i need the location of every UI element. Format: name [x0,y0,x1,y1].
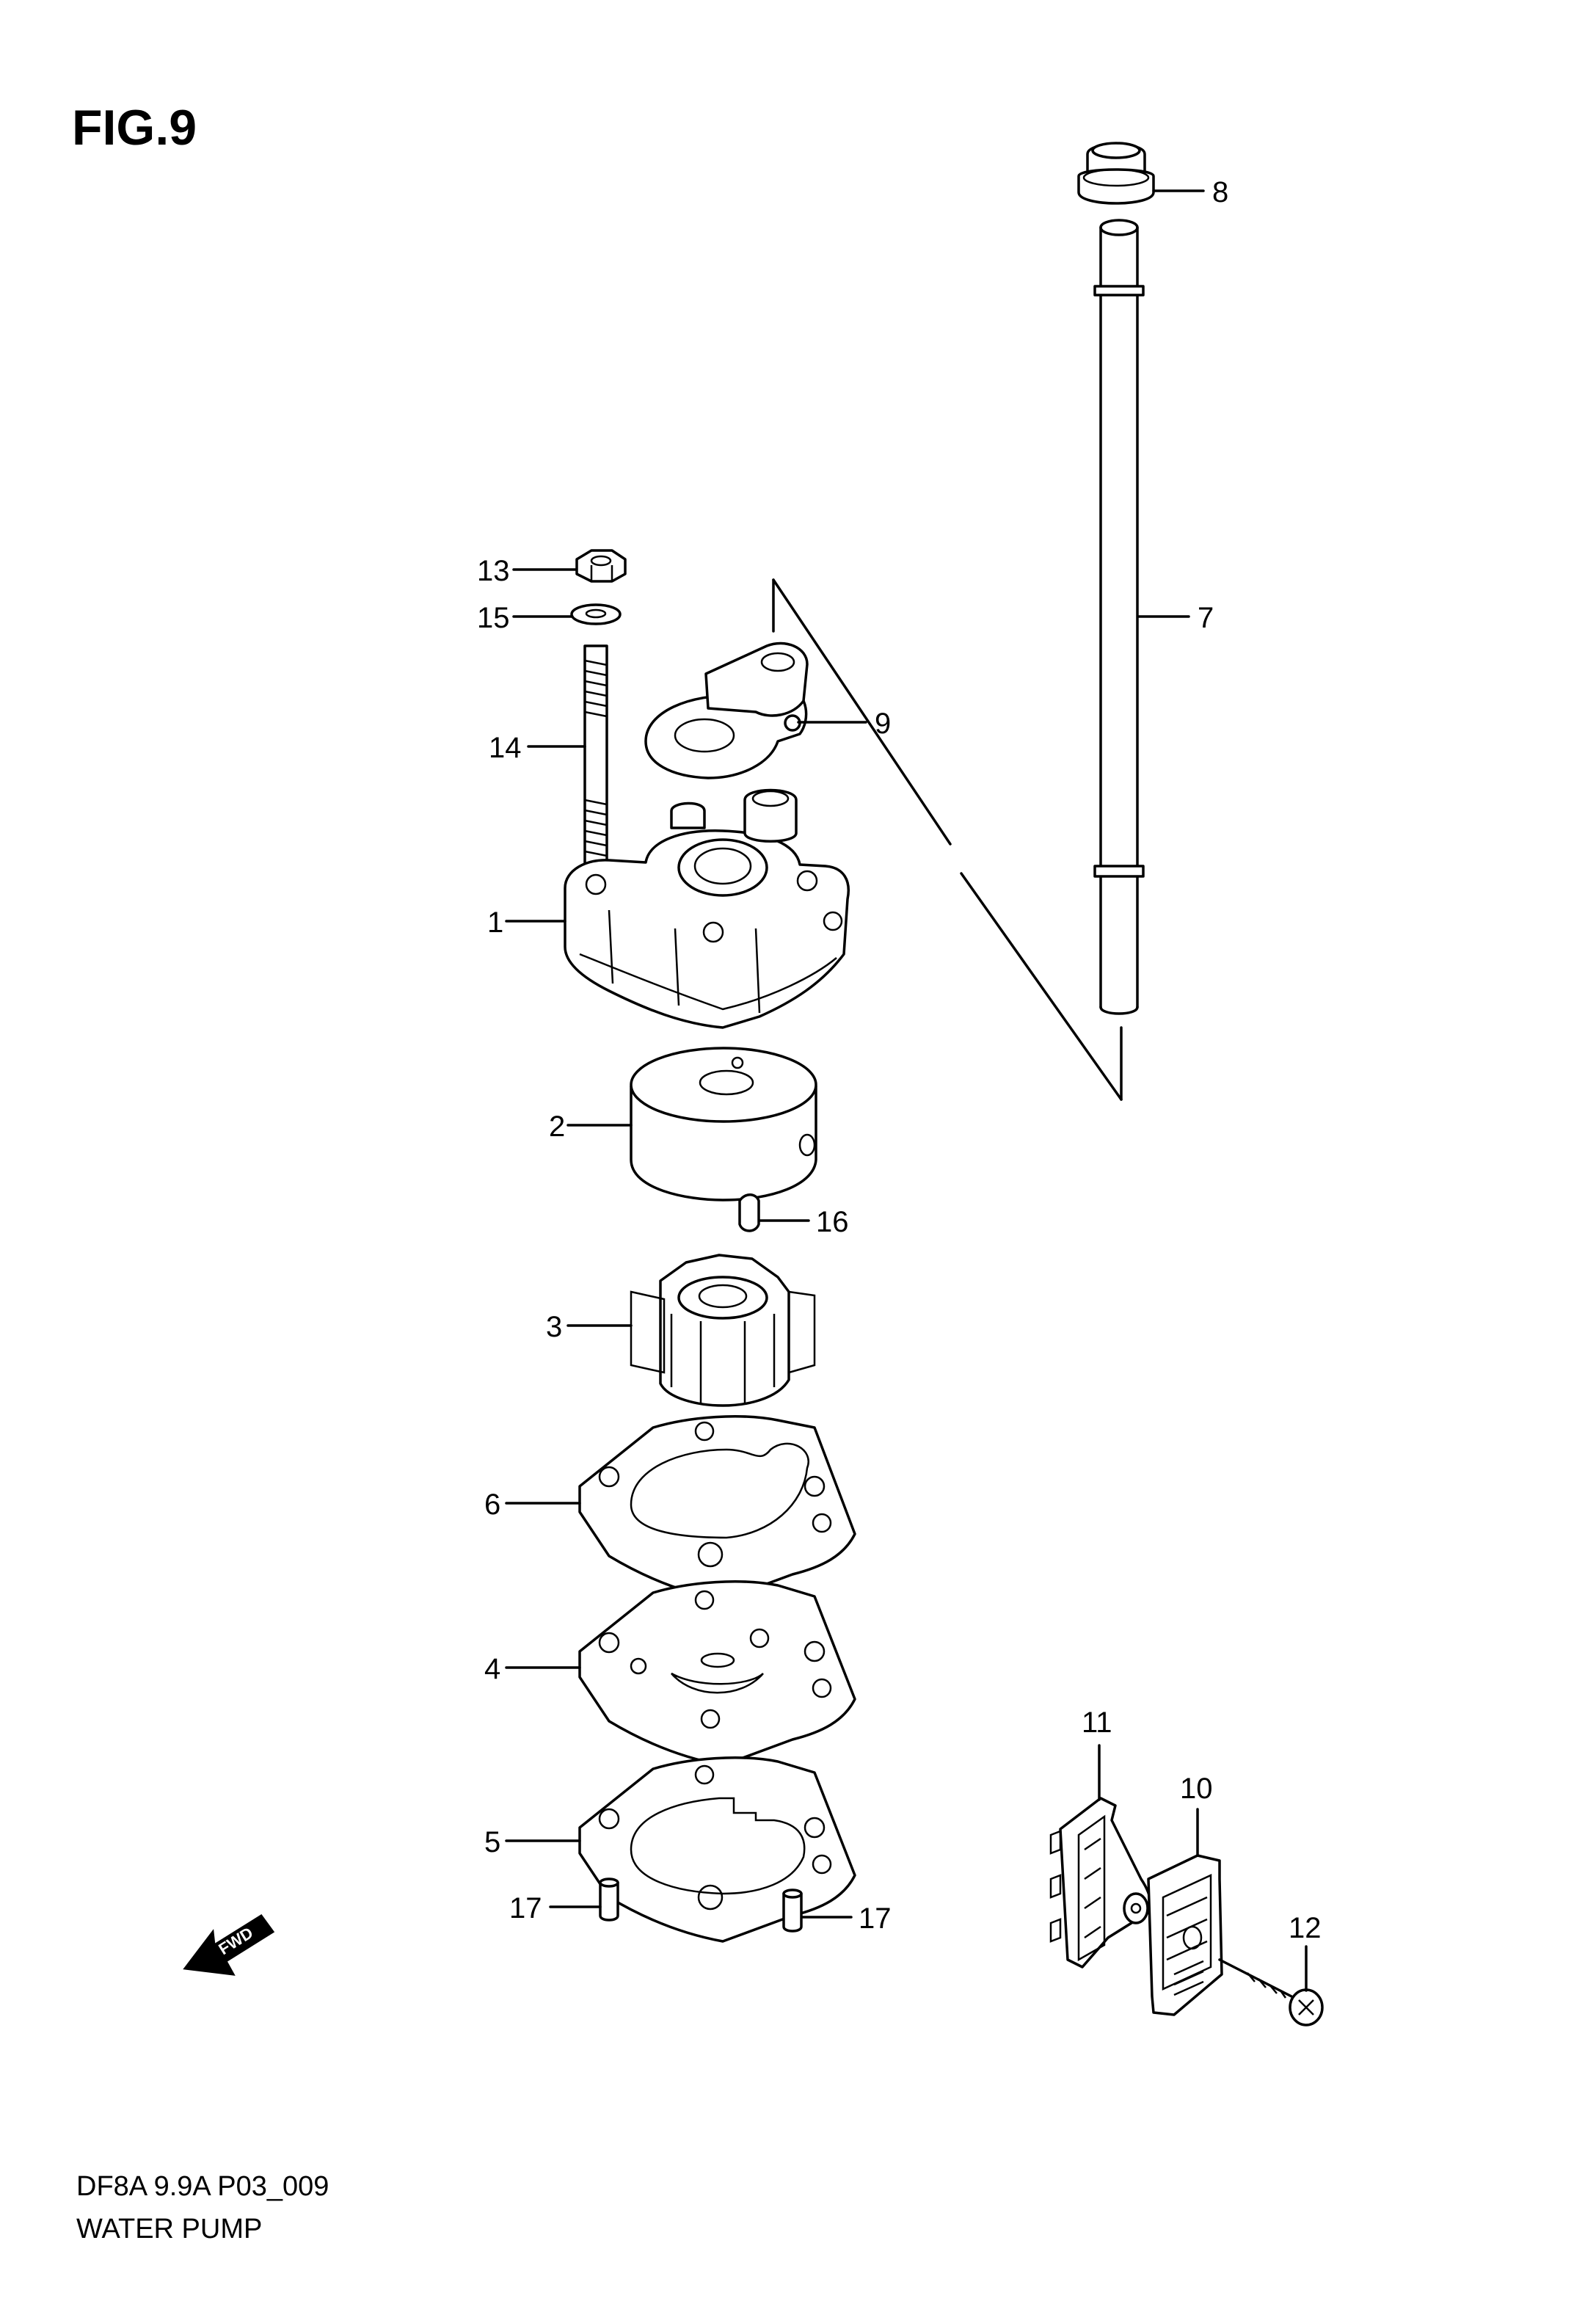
callout-10: 10 [1180,1773,1213,1805]
callout-6: 6 [484,1488,500,1521]
callout-1: 1 [487,906,503,939]
callout-16: 16 [816,1206,849,1238]
fwd-arrow-icon: FWD [183,1913,275,1976]
part-12-screw[interactable] [1218,1958,1324,2026]
reference-line-pipe [772,578,1123,1101]
callout-9: 9 [875,708,891,740]
part-17-dowel-pin-left[interactable] [599,1877,619,1922]
part-11-holder[interactable] [1049,1797,1152,1969]
part-9-holder[interactable] [644,641,809,779]
callout-8: 8 [1212,176,1228,208]
callout-11: 11 [1082,1706,1112,1739]
callout-labels: 13 15 14 9 1 2 16 3 6 4 5 17 17 7 8 11 1… [477,176,1322,1944]
figure-title: FIG.9 [72,100,197,156]
diagram-name: WATER PUMP [76,2214,263,2244]
callout-5: 5 [484,1826,500,1858]
part-14-stud-bolt[interactable] [583,644,608,871]
part-5-gasket-lower[interactable] [578,1756,856,1943]
callout-4: 4 [484,1653,500,1685]
diagram-code: DF8A 9.9A P03_009 [76,2171,329,2202]
callout-17-left: 17 [509,1892,542,1924]
callout-15: 15 [477,602,510,634]
part-7-water-pipe[interactable] [1093,219,1145,1015]
part-10-holder[interactable] [1147,1854,1223,2016]
callout-13: 13 [477,555,510,587]
part-16-key[interactable] [738,1193,760,1232]
callout-12: 12 [1289,1912,1322,1944]
part-8-grommet[interactable] [1077,142,1155,205]
callout-14: 14 [489,732,522,764]
part-15-washer[interactable] [570,603,622,625]
part-6-gasket-upper[interactable] [578,1415,856,1602]
part-1-pump-case[interactable] [564,788,850,1029]
callout-17-right: 17 [859,1902,892,1935]
part-13-nut[interactable] [575,549,627,583]
callout-7: 7 [1198,602,1214,634]
part-2-liner[interactable] [630,1047,817,1202]
callout-2: 2 [549,1110,565,1143]
part-17-dowel-pin-right[interactable] [782,1889,803,1933]
part-4-plate[interactable] [578,1580,856,1767]
leader-lines [505,189,1308,1992]
callout-3: 3 [546,1311,562,1343]
part-3-impeller[interactable] [630,1254,816,1407]
